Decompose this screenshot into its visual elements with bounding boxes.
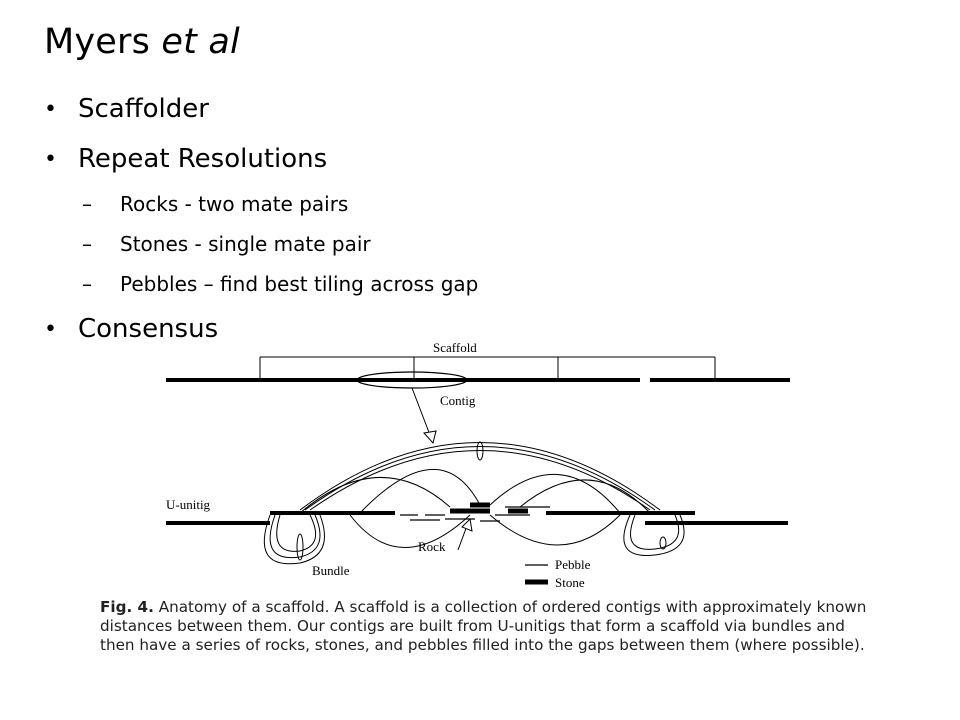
rock-arrow — [457, 517, 473, 551]
caption-label: Fig. 4. — [100, 598, 154, 616]
sub-bullet-text: Rocks - two mate pairs — [120, 192, 349, 216]
bullet-list: • Scaffolder • Repeat Resolutions – Rock… — [44, 84, 478, 354]
label-scaffold: Scaffold — [433, 340, 477, 355]
legend-pebble-label: Pebble — [555, 557, 591, 572]
contig-arrow — [411, 387, 437, 445]
title-italic: et al — [161, 22, 240, 62]
sub-bullet-marker: – — [82, 192, 92, 216]
label-bundle: Bundle — [312, 563, 350, 578]
bullet-marker: • — [44, 146, 57, 172]
title-main: Myers — [44, 22, 151, 62]
caption-text: Anatomy of a scaffold. A scaffold is a c… — [100, 598, 867, 654]
left-bundle — [263, 514, 325, 565]
mate-arcs — [299, 469, 651, 514]
bullet-item: • Scaffolder — [44, 84, 478, 134]
label-contig: Contig — [440, 393, 476, 408]
bullet-item: • Repeat Resolutions — [44, 134, 478, 184]
sub-bullet-text: Pebbles – find best tiling across gap — [120, 272, 479, 296]
stones — [450, 502, 528, 514]
sub-bullet-marker: – — [82, 272, 92, 296]
lower-arcs — [349, 514, 621, 548]
bullet-text: Repeat Resolutions — [78, 144, 328, 174]
bullet-marker: • — [44, 96, 57, 122]
figure-caption: Fig. 4. Anatomy of a scaffold. A scaffol… — [100, 598, 870, 655]
sub-bullet-text: Stones - single mate pair — [120, 232, 371, 256]
sub-bullet-item: – Pebbles – find best tiling across gap — [44, 264, 478, 304]
u-unitig-line — [166, 511, 788, 525]
sub-bullet-item: – Stones - single mate pair — [44, 224, 478, 264]
bundle-arcs — [299, 441, 661, 511]
bullet-item: • Consensus — [44, 304, 478, 354]
sub-bullet-marker: – — [82, 232, 92, 256]
right-bundle — [623, 514, 685, 556]
scaffold-bracket — [259, 356, 716, 378]
sub-bullet-item: – Rocks - two mate pairs — [44, 184, 478, 224]
scaffold-diagram: Scaffold Contig U-unitig Rock Bundle Peb… — [166, 340, 790, 590]
bullet-text: Scaffolder — [78, 94, 209, 124]
label-u-unitig: U-unitig — [166, 497, 211, 512]
legend-stone-label: Stone — [555, 575, 585, 590]
bullet-text: Consensus — [78, 314, 219, 344]
label-rock: Rock — [418, 539, 446, 554]
bullet-marker: • — [44, 316, 57, 342]
slide-title: Myers et al — [44, 22, 240, 62]
